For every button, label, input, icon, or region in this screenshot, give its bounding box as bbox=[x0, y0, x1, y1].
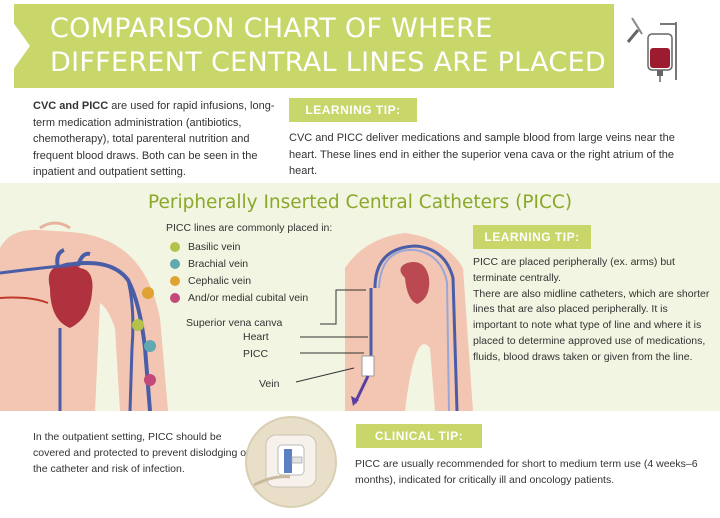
picc-dressing-photo bbox=[245, 416, 337, 508]
vein-dot-basilic bbox=[170, 241, 180, 252]
header-band bbox=[14, 4, 614, 88]
annotation-heart: Heart bbox=[243, 331, 269, 343]
page-title-line1: COMPARISON CHART OF WHERE bbox=[50, 13, 493, 44]
learning-tip-2-paragraph-2: There are also midline catheters, which … bbox=[473, 287, 710, 363]
clinical-tip-text: PICC are usually recommended for short t… bbox=[355, 458, 698, 486]
vein-dot-medial-cubital bbox=[170, 292, 180, 303]
learning-tip-label-2: LEARNING TIP: bbox=[473, 225, 591, 249]
page-title-line2: DIFFERENT CENTRAL LINES ARE PLACED bbox=[50, 47, 607, 78]
vein-item-basilic: Basilic vein bbox=[170, 238, 308, 255]
vein-label-cephalic: Cephalic vein bbox=[188, 274, 252, 287]
intro-paragraph: CVC and PICC are used for rapid infusion… bbox=[33, 98, 283, 181]
vein-label-brachial: Brachial vein bbox=[188, 257, 249, 270]
cubital-vein-marker bbox=[144, 374, 156, 386]
vein-dot-brachial bbox=[170, 258, 180, 269]
vein-dot-cephalic bbox=[170, 275, 180, 286]
intro-bold-lead: CVC and PICC bbox=[33, 100, 109, 112]
vein-label-medial-cubital: And/or medial cubital vein bbox=[188, 291, 309, 304]
annotation-superior-vena-cava: Superior vena canva bbox=[186, 317, 283, 329]
vein-item-brachial: Brachial vein bbox=[170, 255, 308, 272]
right-arm-picc-illustration bbox=[345, 233, 473, 411]
annotation-vein: Vein bbox=[259, 378, 280, 390]
picc-section-title: Peripherally Inserted Central Catheters … bbox=[147, 192, 573, 213]
header-chevron bbox=[0, 4, 30, 88]
learning-tip-text-2: PICC are placed peripherally (ex. arms) … bbox=[473, 255, 713, 366]
iv-bag-icon bbox=[626, 17, 677, 82]
learning-tip-text-1: CVC and PICC deliver medications and sam… bbox=[289, 132, 675, 177]
learning-tip-2-paragraph-1: PICC are placed peripherally (ex. arms) … bbox=[473, 256, 675, 284]
left-arm-anatomy-illustration bbox=[0, 221, 168, 411]
learning-tip-label-1: LEARNING TIP: bbox=[289, 98, 417, 122]
vein-item-cephalic: Cephalic vein bbox=[170, 272, 308, 289]
vein-item-medial-cubital: And/or medial cubital vein bbox=[170, 289, 308, 306]
clinical-tip-label: CLINICAL TIP: bbox=[356, 424, 482, 448]
vein-list: Basilic vein Brachial vein Cephalic vein… bbox=[170, 238, 308, 306]
veins-heading: PICC lines are commonly placed in: bbox=[166, 222, 333, 234]
vein-label-basilic: Basilic vein bbox=[188, 240, 241, 253]
brachial-vein-marker bbox=[132, 319, 144, 331]
cephalic-vein-marker bbox=[144, 340, 156, 352]
intro-body: are used for rapid infusions, long-term … bbox=[33, 100, 275, 178]
header: COMPARISON CHART OF WHERE DIFFERENT CENT… bbox=[0, 0, 720, 88]
annotation-leader-lines bbox=[295, 289, 368, 383]
annotation-picc: PICC bbox=[243, 348, 269, 360]
basilic-vein-marker bbox=[142, 287, 154, 299]
page-title: COMPARISON CHART OF WHERE DIFFERENT CENT… bbox=[50, 12, 610, 80]
outpatient-note: In the outpatient setting, PICC should b… bbox=[33, 431, 249, 475]
